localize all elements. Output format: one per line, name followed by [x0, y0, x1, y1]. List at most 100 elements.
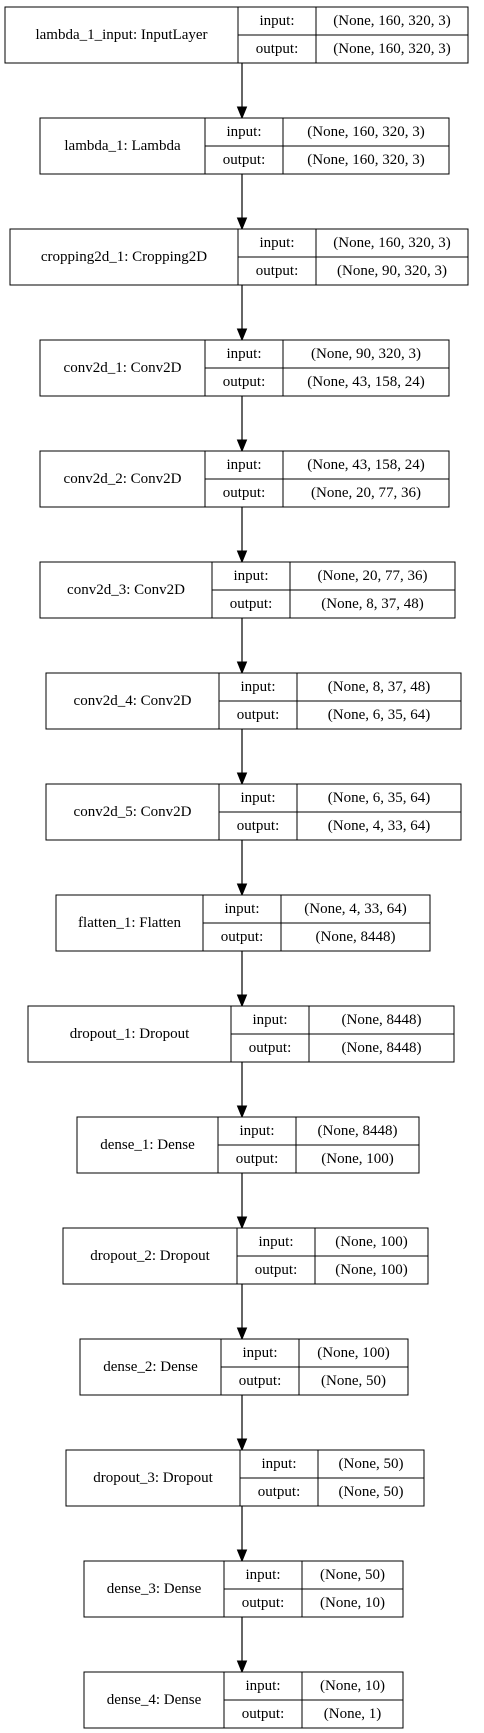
layer-name: lambda_1_input: InputLayer: [35, 27, 207, 43]
output-label: output:: [242, 1706, 285, 1722]
input-label: input:: [259, 235, 294, 251]
layer-name: dense_2: Dense: [103, 1359, 198, 1375]
input-shape: (None, 160, 320, 3): [307, 124, 424, 140]
layer-node: dense_3: Dense input: output: (None, 50) (No…: [83, 1560, 404, 1618]
output-label: output:: [236, 1151, 279, 1167]
output-shape: (None, 90, 320, 3): [337, 263, 447, 279]
layer-name: dense_3: Dense: [107, 1581, 202, 1597]
output-shape: (None, 160, 320, 3): [333, 41, 450, 57]
input-label: input:: [226, 346, 261, 362]
output-label: output:: [256, 263, 299, 279]
input-label: input:: [224, 901, 259, 917]
arrow-head-icon: [236, 1549, 248, 1563]
layer-name: cropping2d_1: Cropping2D: [41, 249, 207, 265]
input-label: input:: [252, 1012, 287, 1028]
output-label: output:: [255, 1262, 298, 1278]
output-shape: (None, 100): [335, 1262, 407, 1278]
input-label: input:: [226, 124, 261, 140]
input-label: input:: [245, 1678, 280, 1694]
output-label: output:: [239, 1373, 282, 1389]
layer-name: dense_4: Dense: [107, 1692, 202, 1708]
output-label: output:: [223, 485, 266, 501]
output-shape: (None, 8, 37, 48): [321, 596, 423, 612]
layer-node: conv2d_3: Conv2D input: output: (None, 20, …: [39, 561, 456, 619]
output-shape: (None, 160, 320, 3): [307, 152, 424, 168]
arrow-head-icon: [236, 550, 248, 564]
output-shape: (None, 50): [339, 1484, 404, 1500]
output-label: output:: [223, 374, 266, 390]
output-label: output:: [237, 707, 280, 723]
input-shape: (None, 100): [335, 1234, 407, 1250]
output-label: output:: [221, 929, 264, 945]
input-shape: (None, 43, 158, 24): [307, 457, 424, 473]
arrow-head-icon: [236, 994, 248, 1008]
input-label: input:: [240, 790, 275, 806]
arrow-head-icon: [236, 328, 248, 342]
layer-name: conv2d_1: Conv2D: [64, 360, 182, 376]
output-shape: (None, 43, 158, 24): [307, 374, 424, 390]
output-shape: (None, 4, 33, 64): [328, 818, 430, 834]
input-label: input:: [258, 1234, 293, 1250]
output-label: output:: [258, 1484, 301, 1500]
arrow-head-icon: [236, 1105, 248, 1119]
input-shape: (None, 90, 320, 3): [311, 346, 421, 362]
input-shape: (None, 160, 320, 3): [333, 13, 450, 29]
output-label: output:: [223, 152, 266, 168]
output-label: output:: [242, 1595, 285, 1611]
arrow-head-icon: [236, 1438, 248, 1452]
layer-node: cropping2d_1: Cropping2D input: output: (No…: [9, 228, 469, 286]
layer-node: dense_2: Dense input: output: (None, 100) (N…: [79, 1338, 409, 1396]
output-shape: (None, 6, 35, 64): [328, 707, 430, 723]
input-shape: (None, 10): [320, 1678, 385, 1694]
input-label: input:: [233, 568, 268, 584]
output-label: output:: [230, 596, 273, 612]
output-shape: (None, 8448): [342, 1040, 422, 1056]
layer-name: conv2d_2: Conv2D: [64, 471, 182, 487]
layer-name: conv2d_5: Conv2D: [74, 804, 192, 820]
input-label: input:: [259, 13, 294, 29]
layer-name: dropout_1: Dropout: [70, 1026, 190, 1042]
layer-name: flatten_1: Flatten: [78, 915, 181, 931]
arrow-head-icon: [236, 439, 248, 453]
input-shape: (None, 6, 35, 64): [328, 790, 430, 806]
output-shape: (None, 20, 77, 36): [311, 485, 421, 501]
input-label: input:: [226, 457, 261, 473]
input-shape: (None, 8448): [342, 1012, 422, 1028]
layer-name: dense_1: Dense: [100, 1137, 195, 1153]
input-label: input:: [261, 1456, 296, 1472]
layer-node: conv2d_5: Conv2D input: output: (None, 6, 3…: [45, 783, 462, 841]
output-label: output:: [237, 818, 280, 834]
input-label: input:: [242, 1345, 277, 1361]
layer-node: conv2d_2: Conv2D input: output: (None, 43, …: [39, 450, 450, 508]
output-shape: (None, 10): [320, 1595, 385, 1611]
output-shape: (None, 50): [321, 1373, 386, 1389]
layer-name: conv2d_4: Conv2D: [74, 693, 192, 709]
arrow-head-icon: [236, 1660, 248, 1674]
output-shape: (None, 100): [321, 1151, 393, 1167]
layer-node: flatten_1: Flatten input: output: (None, 4,…: [55, 894, 431, 952]
input-label: input:: [245, 1567, 280, 1583]
input-shape: (None, 4, 33, 64): [304, 901, 406, 917]
input-shape: (None, 8, 37, 48): [328, 679, 430, 695]
input-shape: (None, 160, 320, 3): [333, 235, 450, 251]
input-shape: (None, 50): [320, 1567, 385, 1583]
arrow-head-icon: [236, 1216, 248, 1230]
layer-node: dropout_2: Dropout input: output: (None, 10…: [62, 1227, 429, 1285]
input-shape: (None, 100): [317, 1345, 389, 1361]
input-label: input:: [240, 679, 275, 695]
layer-node: lambda_1: Lambda input: output: (None, 160,…: [39, 117, 450, 175]
arrow-head-icon: [236, 217, 248, 231]
output-shape: (None, 8448): [316, 929, 396, 945]
input-label: input:: [239, 1123, 274, 1139]
layer-name: conv2d_3: Conv2D: [67, 582, 185, 598]
output-label: output:: [256, 41, 299, 57]
layer-node: conv2d_1: Conv2D input: output: (None, 90, …: [39, 339, 450, 397]
input-shape: (None, 20, 77, 36): [318, 568, 428, 584]
layer-node: lambda_1_input: InputLayer input: output: (…: [4, 6, 469, 64]
layer-name: dropout_2: Dropout: [90, 1248, 210, 1264]
layer-name: lambda_1: Lambda: [64, 138, 181, 154]
